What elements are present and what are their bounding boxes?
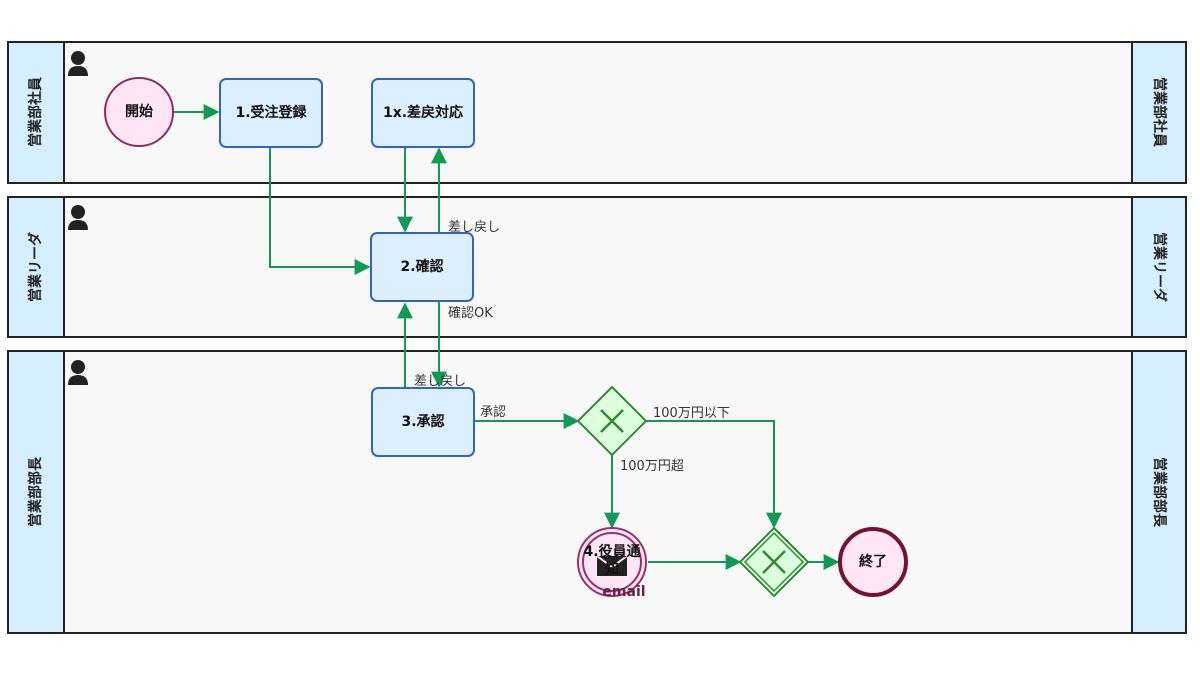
person-icon xyxy=(68,51,88,76)
lane-title-left: 営業リーダ xyxy=(27,232,44,302)
lane-title-right: 営業部社員 xyxy=(1151,77,1168,147)
task-return-handling[interactable]: 1x.差戻対応 xyxy=(371,78,475,148)
flow-label-under-1m: 100万円以下 xyxy=(653,406,730,421)
gateway-amount-split[interactable] xyxy=(576,385,648,457)
lane-header-right xyxy=(1131,196,1187,338)
event-exec-notify-email[interactable]: 4.役員通 知 email xyxy=(577,527,647,600)
flow-label-return-1: 差し戻し xyxy=(448,220,500,235)
end-event[interactable]: 終了 xyxy=(838,527,908,597)
task-confirm[interactable]: 2.確認 xyxy=(370,232,474,302)
flow-label-confirm-ok: 確認OK xyxy=(448,305,493,321)
gateway-merge[interactable] xyxy=(738,526,810,598)
sequence-flows xyxy=(173,104,840,570)
task-label: 1x.差戻対応 xyxy=(383,104,463,121)
task-label: 1.受注登録 xyxy=(235,104,307,121)
person-icon xyxy=(68,360,88,385)
lane-title-left: 営業部社員 xyxy=(27,77,44,147)
task-label: 3.承認 xyxy=(401,413,444,430)
lane-title-left: 営業部部長 xyxy=(27,456,44,527)
notify-type-label: email xyxy=(602,584,645,600)
lane-header-left xyxy=(7,41,65,184)
gateway-x-icon xyxy=(762,550,786,574)
task-order-entry[interactable]: 1.受注登録 xyxy=(219,78,323,148)
person-icon xyxy=(68,205,88,230)
lane-title-right: 営業リーダ xyxy=(1151,232,1168,302)
flow-label-return-2: 差し戻し xyxy=(414,374,466,389)
lane-header-left xyxy=(7,196,65,338)
flow-label-over-1m: 100万円超 xyxy=(620,459,684,474)
lane-body xyxy=(7,196,1187,338)
flow-under-1m[interactable] xyxy=(646,420,782,529)
flow-order-to-confirm[interactable] xyxy=(269,147,371,275)
lane-sales-leader: 営業リーダ 営業リーダ xyxy=(7,196,1187,338)
end-event-label: 終了 xyxy=(859,553,887,570)
email-icon xyxy=(596,555,628,576)
lane-title-right: 営業部部長 xyxy=(1151,457,1168,528)
lane-header-right xyxy=(1131,41,1187,184)
gateway-x-icon xyxy=(600,409,624,433)
start-event[interactable]: 開始 xyxy=(104,77,174,147)
notify-label-line1: 4.役員通 xyxy=(583,543,640,560)
flow-label-approved: 承認 xyxy=(480,404,506,420)
lane-header-left xyxy=(7,350,65,634)
start-event-label: 開始 xyxy=(125,103,153,120)
task-approve[interactable]: 3.承認 xyxy=(371,387,475,457)
lane-header-right xyxy=(1131,350,1187,634)
task-label: 2.確認 xyxy=(400,258,443,275)
notify-label-line2: 知 xyxy=(605,561,619,578)
